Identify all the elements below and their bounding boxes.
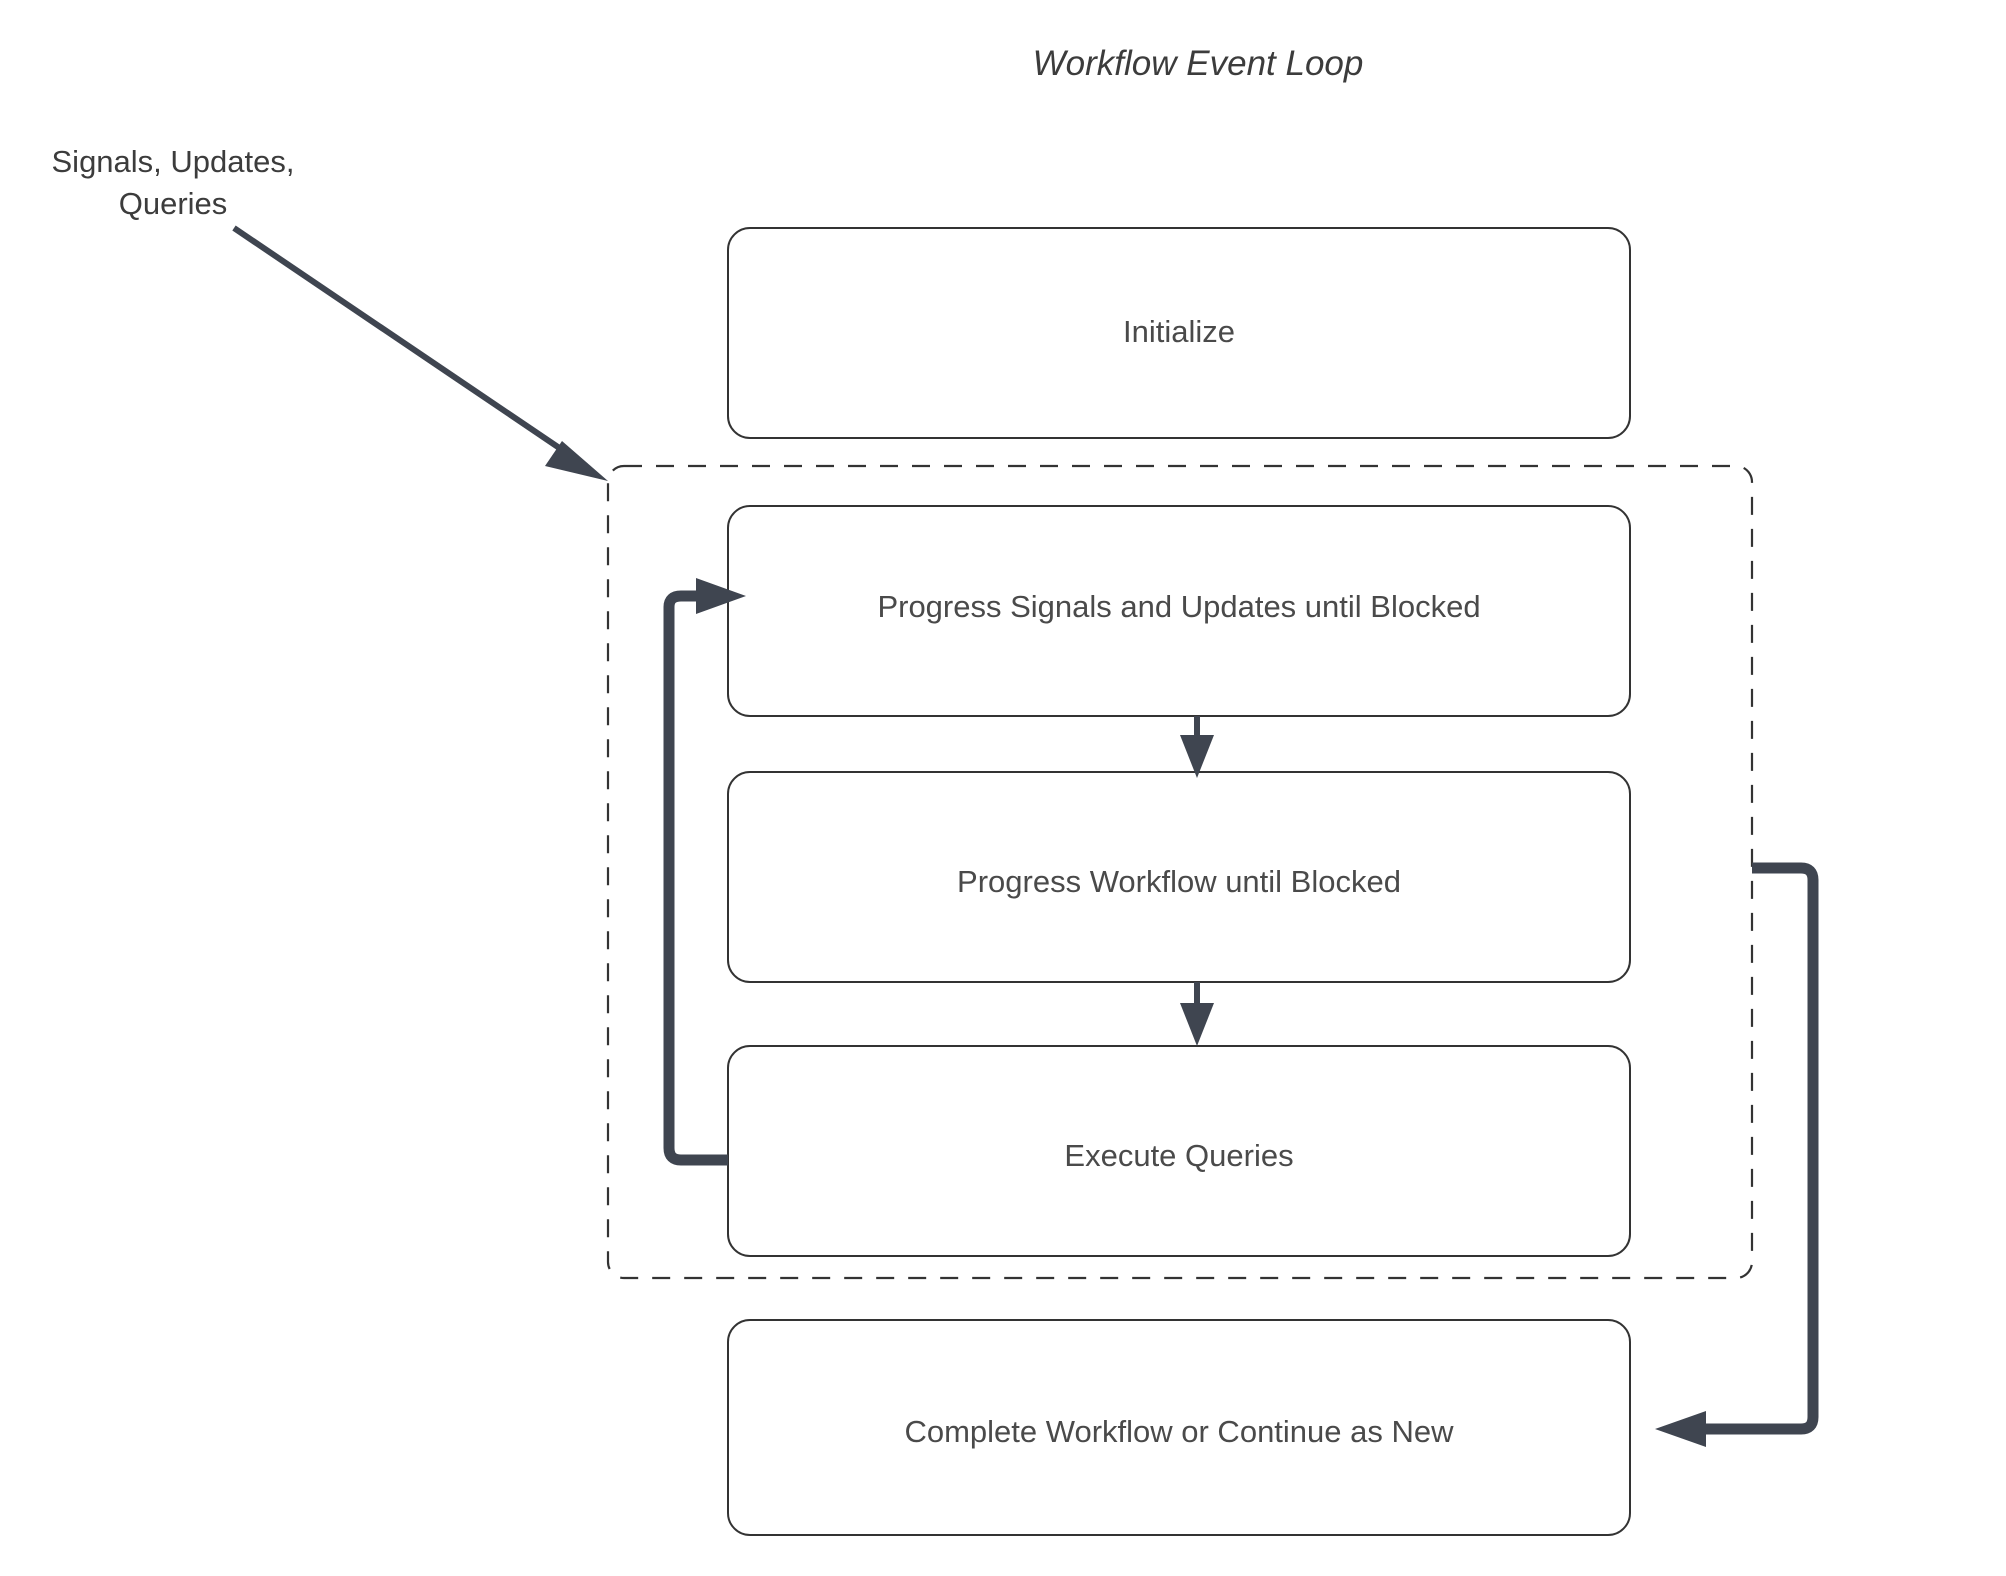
page-title: Workflow Event Loop	[1033, 44, 1364, 83]
edge-queries-loop-back	[663, 578, 746, 1166]
node-progress-signals-label: Progress Signals and Updates until Block…	[877, 589, 1480, 624]
node-progress-workflow-shape	[727, 771, 1631, 983]
edge-signals-to-workflow	[1180, 716, 1214, 778]
node-initialize-shape	[727, 227, 1631, 439]
edge-external-input	[232, 225, 608, 481]
edge-loop-to-complete	[1655, 862, 1819, 1447]
node-complete-workflow-label: Complete Workflow or Continue as New	[904, 1414, 1454, 1449]
node-progress-workflow[interactable]: Progress Workflow until Blocked	[727, 771, 1631, 983]
node-progress-workflow-label: Progress Workflow until Blocked	[957, 864, 1401, 899]
node-execute-queries-label: Execute Queries	[1064, 1138, 1293, 1173]
node-progress-signals-shape	[727, 505, 1631, 717]
edge-label-external-line2: Queries	[119, 186, 228, 221]
node-execute-queries[interactable]: Execute Queries	[727, 1045, 1631, 1257]
node-complete-workflow-shape	[727, 1319, 1631, 1536]
node-complete-workflow[interactable]: Complete Workflow or Continue as New	[727, 1319, 1631, 1536]
edge-workflow-to-queries	[1180, 982, 1214, 1046]
node-initialize[interactable]: Initialize	[727, 227, 1631, 439]
node-progress-signals[interactable]: Progress Signals and Updates until Block…	[727, 505, 1631, 717]
event-loop-group-frame	[606, 464, 1754, 1280]
node-initialize-label: Initialize	[1123, 314, 1235, 349]
node-execute-queries-shape	[727, 1045, 1631, 1257]
edge-label-external-line1: Signals, Updates,	[52, 144, 295, 179]
